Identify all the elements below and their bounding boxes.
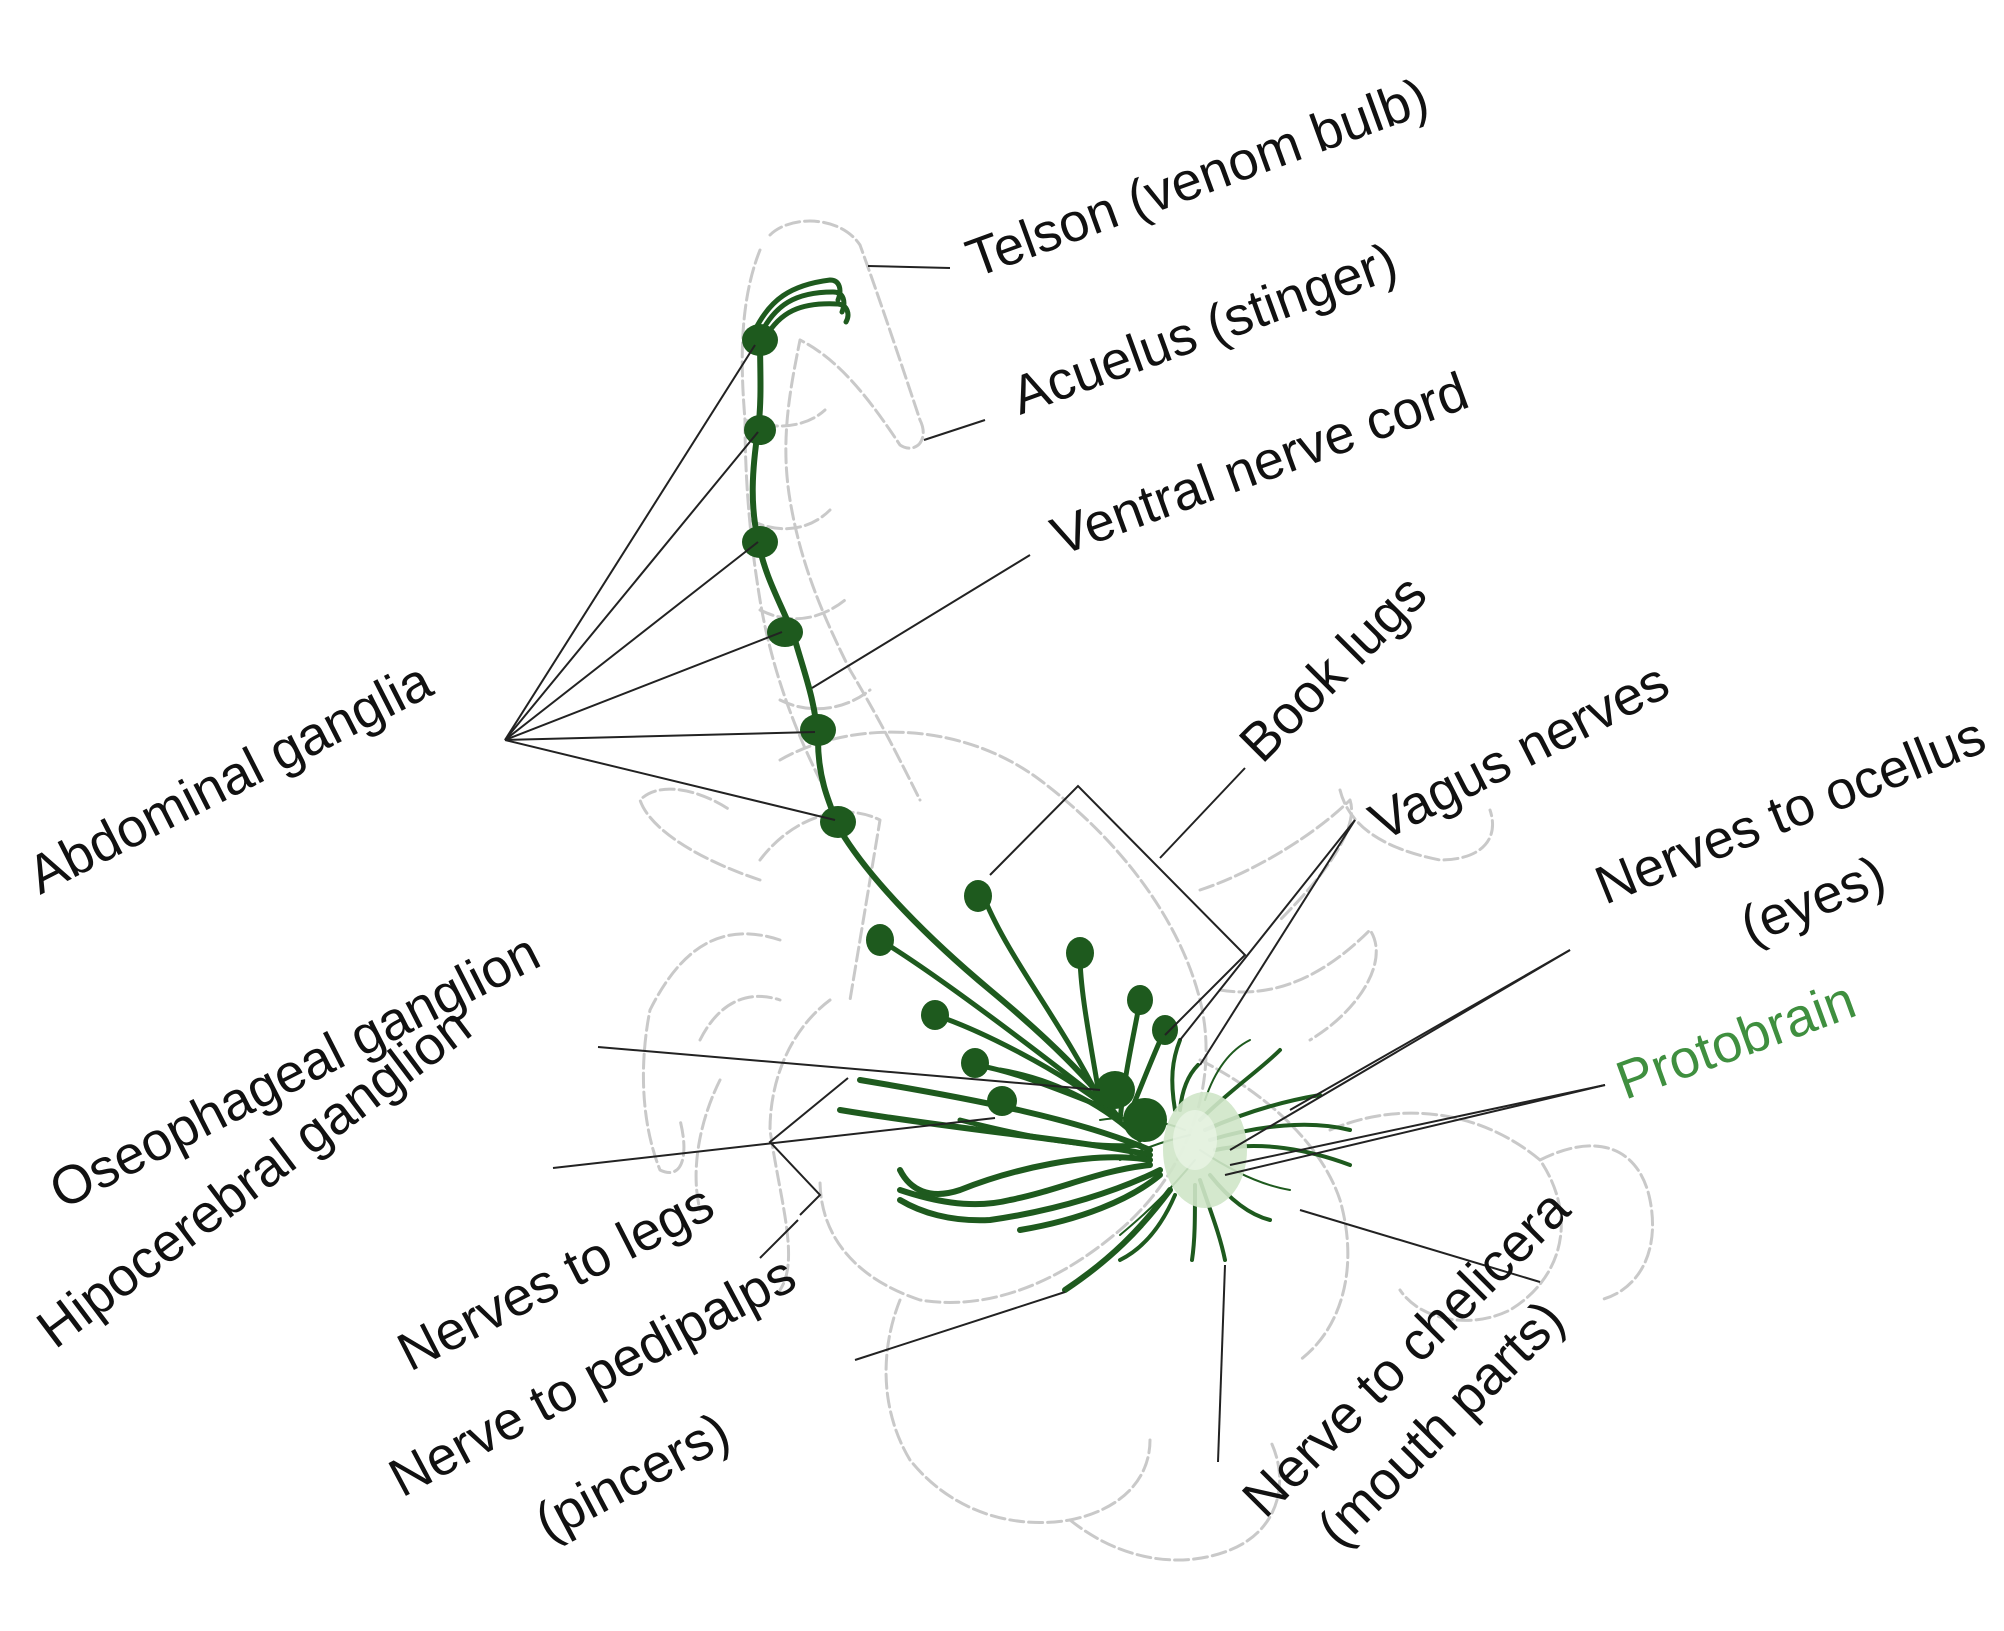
- abdominal-ganglion-4: [767, 617, 803, 647]
- leg-nerve-6: [1017, 1172, 1163, 1233]
- ocellus-leader-2: [1229, 949, 1571, 1151]
- abdominal-ganglion-6: [820, 806, 856, 838]
- book-lung-node-4: [921, 1000, 949, 1030]
- book-lung-node-1: [964, 880, 992, 912]
- protobrain-leader-2: [1229, 1084, 1606, 1166]
- telson-leader: [867, 265, 951, 269]
- book-lung-nerve-1: [982, 897, 1103, 1103]
- chelicera-leader-1: [1217, 1264, 1226, 1463]
- scorpion-outline: [638, 219, 1655, 1562]
- leader-lines: [504, 265, 1606, 1463]
- book-lung-node-7: [1152, 1015, 1178, 1045]
- abdominal-ganglia-leader-2: [504, 431, 759, 741]
- leg-left-1: [638, 787, 762, 882]
- legs-bracket: [768, 1077, 849, 1216]
- nervous-system: [742, 277, 1352, 1293]
- leg-nerve-8: [957, 1117, 1143, 1149]
- abdominal-ganglion-5: [800, 714, 836, 746]
- abdominal-ganglia-leader-1: [504, 344, 756, 741]
- oesophageal-leader: [597, 1046, 1101, 1091]
- abdominal-ganglia-leader-5: [504, 731, 816, 741]
- abdominal-ganglia-leader-6: [504, 739, 836, 821]
- aculeus-nerve-2: [757, 289, 847, 338]
- vagus-nerve-1: [1170, 1038, 1182, 1112]
- segment-rings: [743, 408, 872, 711]
- oesophageal-ganglion: [1095, 1071, 1135, 1109]
- pincer-left: [884, 1298, 1152, 1524]
- pincer-right: [1198, 1058, 1563, 1362]
- label-abdominal-ganglia: Abdominal ganglia: [18, 650, 442, 906]
- label-protobrain: Protobrain: [1609, 970, 1864, 1112]
- vagus-leader-2: [1199, 819, 1356, 1066]
- body-inner-left: [758, 810, 882, 1002]
- body-outline: [778, 730, 1208, 1304]
- aculeus-nerve-3: [762, 301, 851, 341]
- leg-left-3: [768, 998, 832, 1292]
- pedipalp-nerve-2: [1118, 1193, 1177, 1262]
- leg-left-4: [694, 994, 782, 1212]
- leg-nerve-1: [857, 1077, 1153, 1153]
- legs-leader: [759, 1219, 799, 1259]
- pincer-left-claw: [1068, 1438, 1282, 1562]
- book-lung-ganglia: [866, 880, 1178, 1078]
- abdominal-ganglion-2: [744, 415, 776, 445]
- aculeus-nerve-1: [752, 277, 843, 333]
- abdominal-ganglion-1: [742, 324, 778, 356]
- abdominal-ganglia: [742, 324, 856, 838]
- label-vagus-nerves: Vagus nerves: [1360, 651, 1678, 853]
- book-lungs-leader: [1159, 767, 1246, 859]
- tail-outline-left: [740, 248, 822, 782]
- leg-right-3: [1338, 788, 1494, 862]
- book-lung-node-3: [1066, 937, 1094, 969]
- label-aculeus: Acuelus (stinger): [1004, 231, 1405, 426]
- hipocerebral-ganglion: [987, 1086, 1017, 1116]
- chelicera-leader-2: [1299, 1209, 1541, 1283]
- subesophageal-mass: [1123, 1098, 1167, 1142]
- labels: Telson (venom bulb) Acuelus (stinger) Ve…: [18, 67, 1993, 1559]
- book-lung-nerve-4: [932, 1012, 1113, 1113]
- pedipalp-nerve: [1062, 1187, 1173, 1293]
- pincer-right-claw: [1538, 1144, 1655, 1302]
- leg-nerve-4: [897, 1162, 1153, 1208]
- book-lungs-bracket: [989, 784, 1247, 1036]
- aculeus-leader: [923, 419, 986, 441]
- abdominal-ganglion-3: [742, 526, 778, 558]
- label-nerves-to-ocellus-line2: (eyes): [1732, 844, 1894, 956]
- leg-nerve-3: [897, 1154, 1153, 1197]
- hipocerebral-leader: [552, 1117, 996, 1169]
- protobrain-highlight: [1173, 1110, 1217, 1170]
- leg-nerve-5: [897, 1167, 1163, 1224]
- pedipalps-leader: [854, 1291, 1066, 1361]
- protobrain-leader-1: [1224, 1084, 1606, 1176]
- ventral-cord-leader: [811, 554, 1031, 689]
- book-lung-nerve-2: [877, 937, 1103, 1103]
- tail-outline: [768, 219, 925, 802]
- leg-right-2: [1218, 928, 1378, 1042]
- label-book-lungs: Book lugs: [1228, 563, 1438, 773]
- book-lung-node-2: [866, 924, 894, 956]
- book-lung-node-5: [961, 1048, 989, 1078]
- abdominal-ganglia-leader-4: [504, 631, 783, 741]
- leg-left-2: [641, 932, 782, 1174]
- fine-nerve-5: [1204, 1039, 1251, 1101]
- vagus-leader-1: [1179, 819, 1356, 1041]
- abdominal-ganglia-leader-3: [504, 541, 759, 741]
- book-lung-node-6: [1127, 985, 1153, 1015]
